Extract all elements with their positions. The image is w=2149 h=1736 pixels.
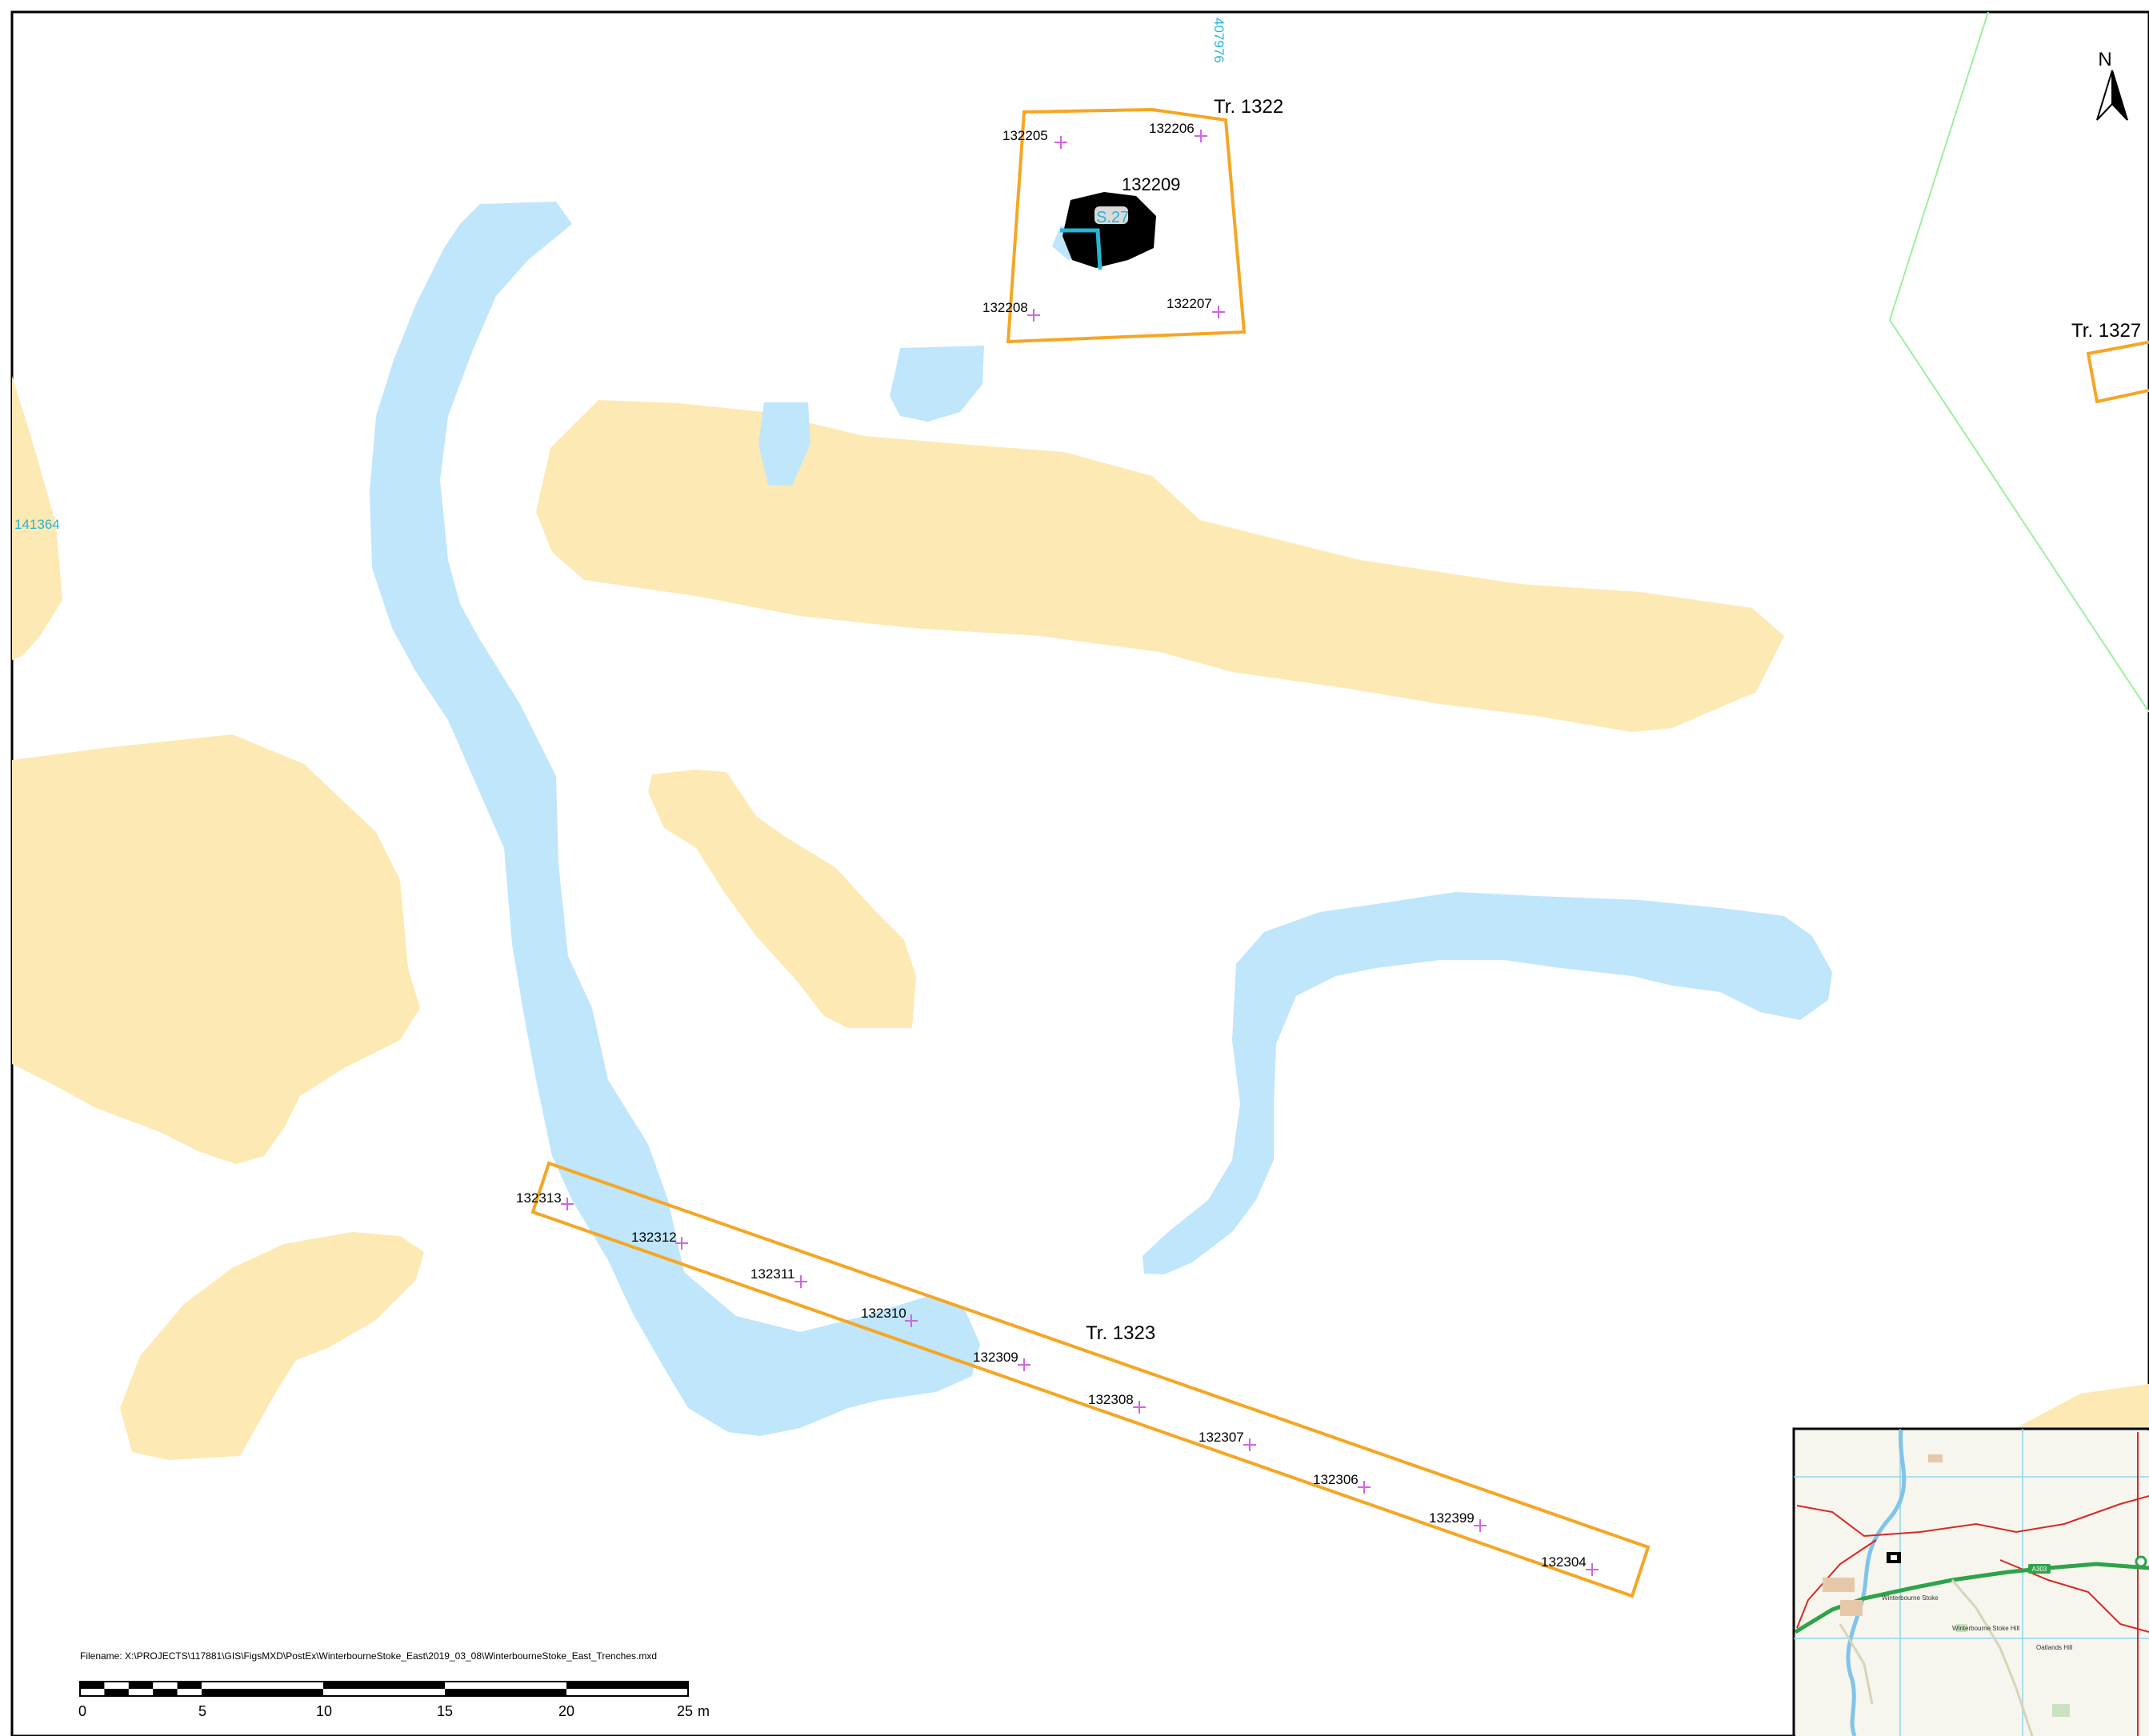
inset-place-oatlands-hill: Oatlands Hill xyxy=(2036,1644,2073,1651)
scale-tick-20: 20 xyxy=(558,1703,574,1719)
scale-cell xyxy=(566,1682,688,1689)
survey-point-132208[interactable] xyxy=(1027,309,1040,322)
inset-place-winterbourne-stoke: Winterbourne Stoke xyxy=(1882,1594,1939,1602)
inset-river xyxy=(1846,1430,1907,1736)
scale-cell xyxy=(202,1689,323,1696)
inset-road-label: A303 xyxy=(2032,1566,2047,1573)
inset-location-map[interactable]: A303 Winterbourne Stoke Winterbourne Sto… xyxy=(1792,1427,2149,1736)
scale-subcell xyxy=(177,1682,202,1689)
feature-132209 xyxy=(1062,192,1156,268)
point-label-132310: 132310 xyxy=(861,1306,906,1321)
water-channel-main xyxy=(370,202,980,1436)
survey-point-132399[interactable] xyxy=(1474,1519,1487,1532)
sand-area-lower-left xyxy=(120,1232,424,1460)
survey-point-132206[interactable] xyxy=(1195,130,1207,142)
north-arrow-label: N xyxy=(2098,49,2111,70)
section-line-s27 xyxy=(1060,228,1103,270)
site-boundary-line xyxy=(1888,12,2149,713)
grid-label-northing: 141364 xyxy=(14,517,60,532)
water-channel-east xyxy=(1143,892,1832,1274)
survey-point-132306[interactable] xyxy=(1358,1481,1371,1494)
scale-cell xyxy=(445,1689,566,1696)
scale-tick-25: 25 xyxy=(677,1703,693,1719)
trench-1323[interactable] xyxy=(530,1161,1651,1598)
trench-label-1327: Tr. 1327 xyxy=(2071,320,2141,342)
point-label-132306: 132306 xyxy=(1313,1472,1359,1487)
point-label-132307: 132307 xyxy=(1199,1430,1244,1445)
scale-subcell xyxy=(153,1689,178,1696)
scale-unit: m xyxy=(698,1703,710,1719)
survey-point-132311[interactable] xyxy=(794,1275,807,1288)
survey-point-132309[interactable] xyxy=(1018,1358,1030,1371)
scale-tick-15: 15 xyxy=(437,1703,453,1719)
north-arrow: N xyxy=(2096,49,2128,121)
grid-label-easting: 407976 xyxy=(1211,18,1227,63)
sand-area-left-large xyxy=(12,734,420,1164)
survey-point-132308[interactable] xyxy=(1133,1401,1146,1414)
sand-area-lower-right xyxy=(2016,1384,2149,1429)
point-label-132308: 132308 xyxy=(1088,1392,1134,1407)
sand-area-center-small xyxy=(648,770,916,1028)
point-label-132399: 132399 xyxy=(1429,1510,1475,1526)
trench-1327[interactable] xyxy=(2086,340,2149,404)
point-label-132312: 132312 xyxy=(631,1230,677,1245)
survey-point-132312[interactable] xyxy=(675,1237,688,1250)
scale-bar: 0 5 10 15 20 25 m xyxy=(78,1681,710,1719)
scale-subcell xyxy=(80,1682,105,1689)
water-pool-mid xyxy=(890,346,984,422)
sand-deposits xyxy=(12,376,2149,1460)
scale-tick-0: 0 xyxy=(78,1703,86,1719)
trench-1322[interactable] xyxy=(1006,107,1247,344)
scale-tick-10: 10 xyxy=(316,1703,332,1719)
scale-subcell xyxy=(128,1682,154,1689)
point-label-132311: 132311 xyxy=(750,1266,794,1282)
trench-label-1323: Tr. 1323 xyxy=(1086,1322,1155,1344)
filename-text: Filename: X:\PROJECTS\117881\GIS\FigsMXD… xyxy=(80,1650,657,1662)
inset-grid xyxy=(1794,1429,2149,1736)
survey-point-132313[interactable] xyxy=(561,1198,574,1210)
trench-label-1322: Tr. 1322 xyxy=(1214,96,1283,118)
survey-point-132307[interactable] xyxy=(1243,1438,1256,1451)
scale-tick-5: 5 xyxy=(198,1703,206,1719)
survey-point-132205[interactable] xyxy=(1054,136,1067,149)
point-label-132206: 132206 xyxy=(1149,121,1195,136)
sand-area-left-upper xyxy=(12,376,62,660)
section-label-s27: S.27 xyxy=(1096,209,1129,226)
point-label-132205: 132205 xyxy=(1002,128,1048,143)
survey-points: 132205 132206 132207 132208 132313 13231… xyxy=(516,121,1599,1576)
point-label-132304: 132304 xyxy=(1541,1554,1587,1570)
survey-point-132304[interactable] xyxy=(1586,1563,1599,1576)
feature-label-132209: 132209 xyxy=(1122,174,1180,194)
scale-cell xyxy=(323,1682,445,1689)
survey-point-132310[interactable] xyxy=(905,1314,918,1327)
water-pool-small xyxy=(758,402,810,486)
sand-area-central-band xyxy=(536,400,1784,732)
point-label-132313: 132313 xyxy=(516,1190,562,1206)
scale-subcell xyxy=(104,1689,129,1696)
survey-point-132207[interactable] xyxy=(1212,306,1225,318)
point-label-132207: 132207 xyxy=(1167,296,1212,311)
point-label-132208: 132208 xyxy=(982,300,1028,315)
inset-place-winterbourne-stoke-hill: Winterbourne Stoke Hill xyxy=(1952,1625,2019,1632)
point-label-132309: 132309 xyxy=(973,1350,1018,1365)
